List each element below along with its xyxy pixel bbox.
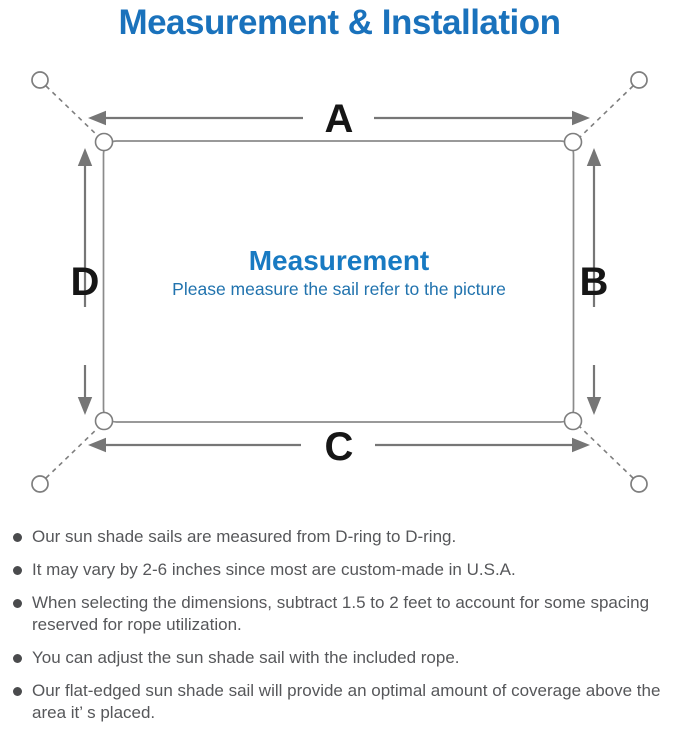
anchor-ring-icon [630,475,648,493]
note-item: Our sun shade sails are measured from D-… [13,526,671,548]
rope-line-bottom-right [578,425,634,479]
d-ring-tab-icon [563,132,583,152]
note-item: When selecting the dimensions, subtract … [13,592,671,636]
dimension-label-c: C [325,425,354,469]
dimension-label-b: B [580,260,609,304]
sail-rectangle [102,140,575,423]
d-ring-tabs [94,132,583,431]
d-ring-tab-icon [563,411,583,431]
arrowhead-down-icon [77,397,93,415]
arrowhead-left-icon [88,437,106,453]
arrowhead-right-icon [572,437,590,453]
bullet-icon [13,654,22,663]
sail-diagram-svg: A B C D Measurement Please measure the s… [31,71,648,493]
note-text: When selecting the dimensions, subtract … [32,593,650,634]
note-text: Our flat-edged sun shade sail will provi… [32,681,661,722]
d-ring-tab-icon [94,132,114,152]
note-text: Our sun shade sails are measured from D-… [32,527,457,546]
dashed-rope-lines [45,85,634,479]
notes-list: Our sun shade sails are measured from D-… [0,526,679,724]
note-item: You can adjust the sun shade sail with t… [13,647,671,669]
arrowhead-up-icon [77,148,93,166]
rope-line-top-right [578,85,634,139]
arrowhead-right-icon [572,110,590,126]
note-text: You can adjust the sun shade sail with t… [32,648,460,667]
bullet-icon [13,687,22,696]
anchor-ring-icon [31,475,49,493]
page-title: Measurement & Installation [118,3,561,42]
dimension-label-a: A [325,97,354,141]
mounting-rings [31,71,648,493]
arrowhead-up-icon [586,148,602,166]
note-item: Our flat-edged sun shade sail will provi… [13,680,671,724]
bullet-icon [13,599,22,608]
d-ring-tab-icon [94,411,114,431]
arrowhead-left-icon [88,110,106,126]
note-item: It may vary by 2-6 inches since most are… [13,559,671,581]
diagram-center-title: Measurement [249,245,430,276]
measurement-diagram: A B C D Measurement Please measure the s… [0,56,679,511]
bullet-icon [13,533,22,542]
anchor-ring-icon [31,71,49,89]
rope-line-top-left [45,85,101,139]
arrowhead-down-icon [586,397,602,415]
bullet-icon [13,566,22,575]
diagram-center-subtitle: Please measure the sail refer to the pic… [172,279,506,299]
rope-line-bottom-left [45,425,101,479]
dimension-label-d: D [71,260,100,304]
anchor-ring-icon [630,71,648,89]
note-text: It may vary by 2-6 inches since most are… [32,560,516,579]
